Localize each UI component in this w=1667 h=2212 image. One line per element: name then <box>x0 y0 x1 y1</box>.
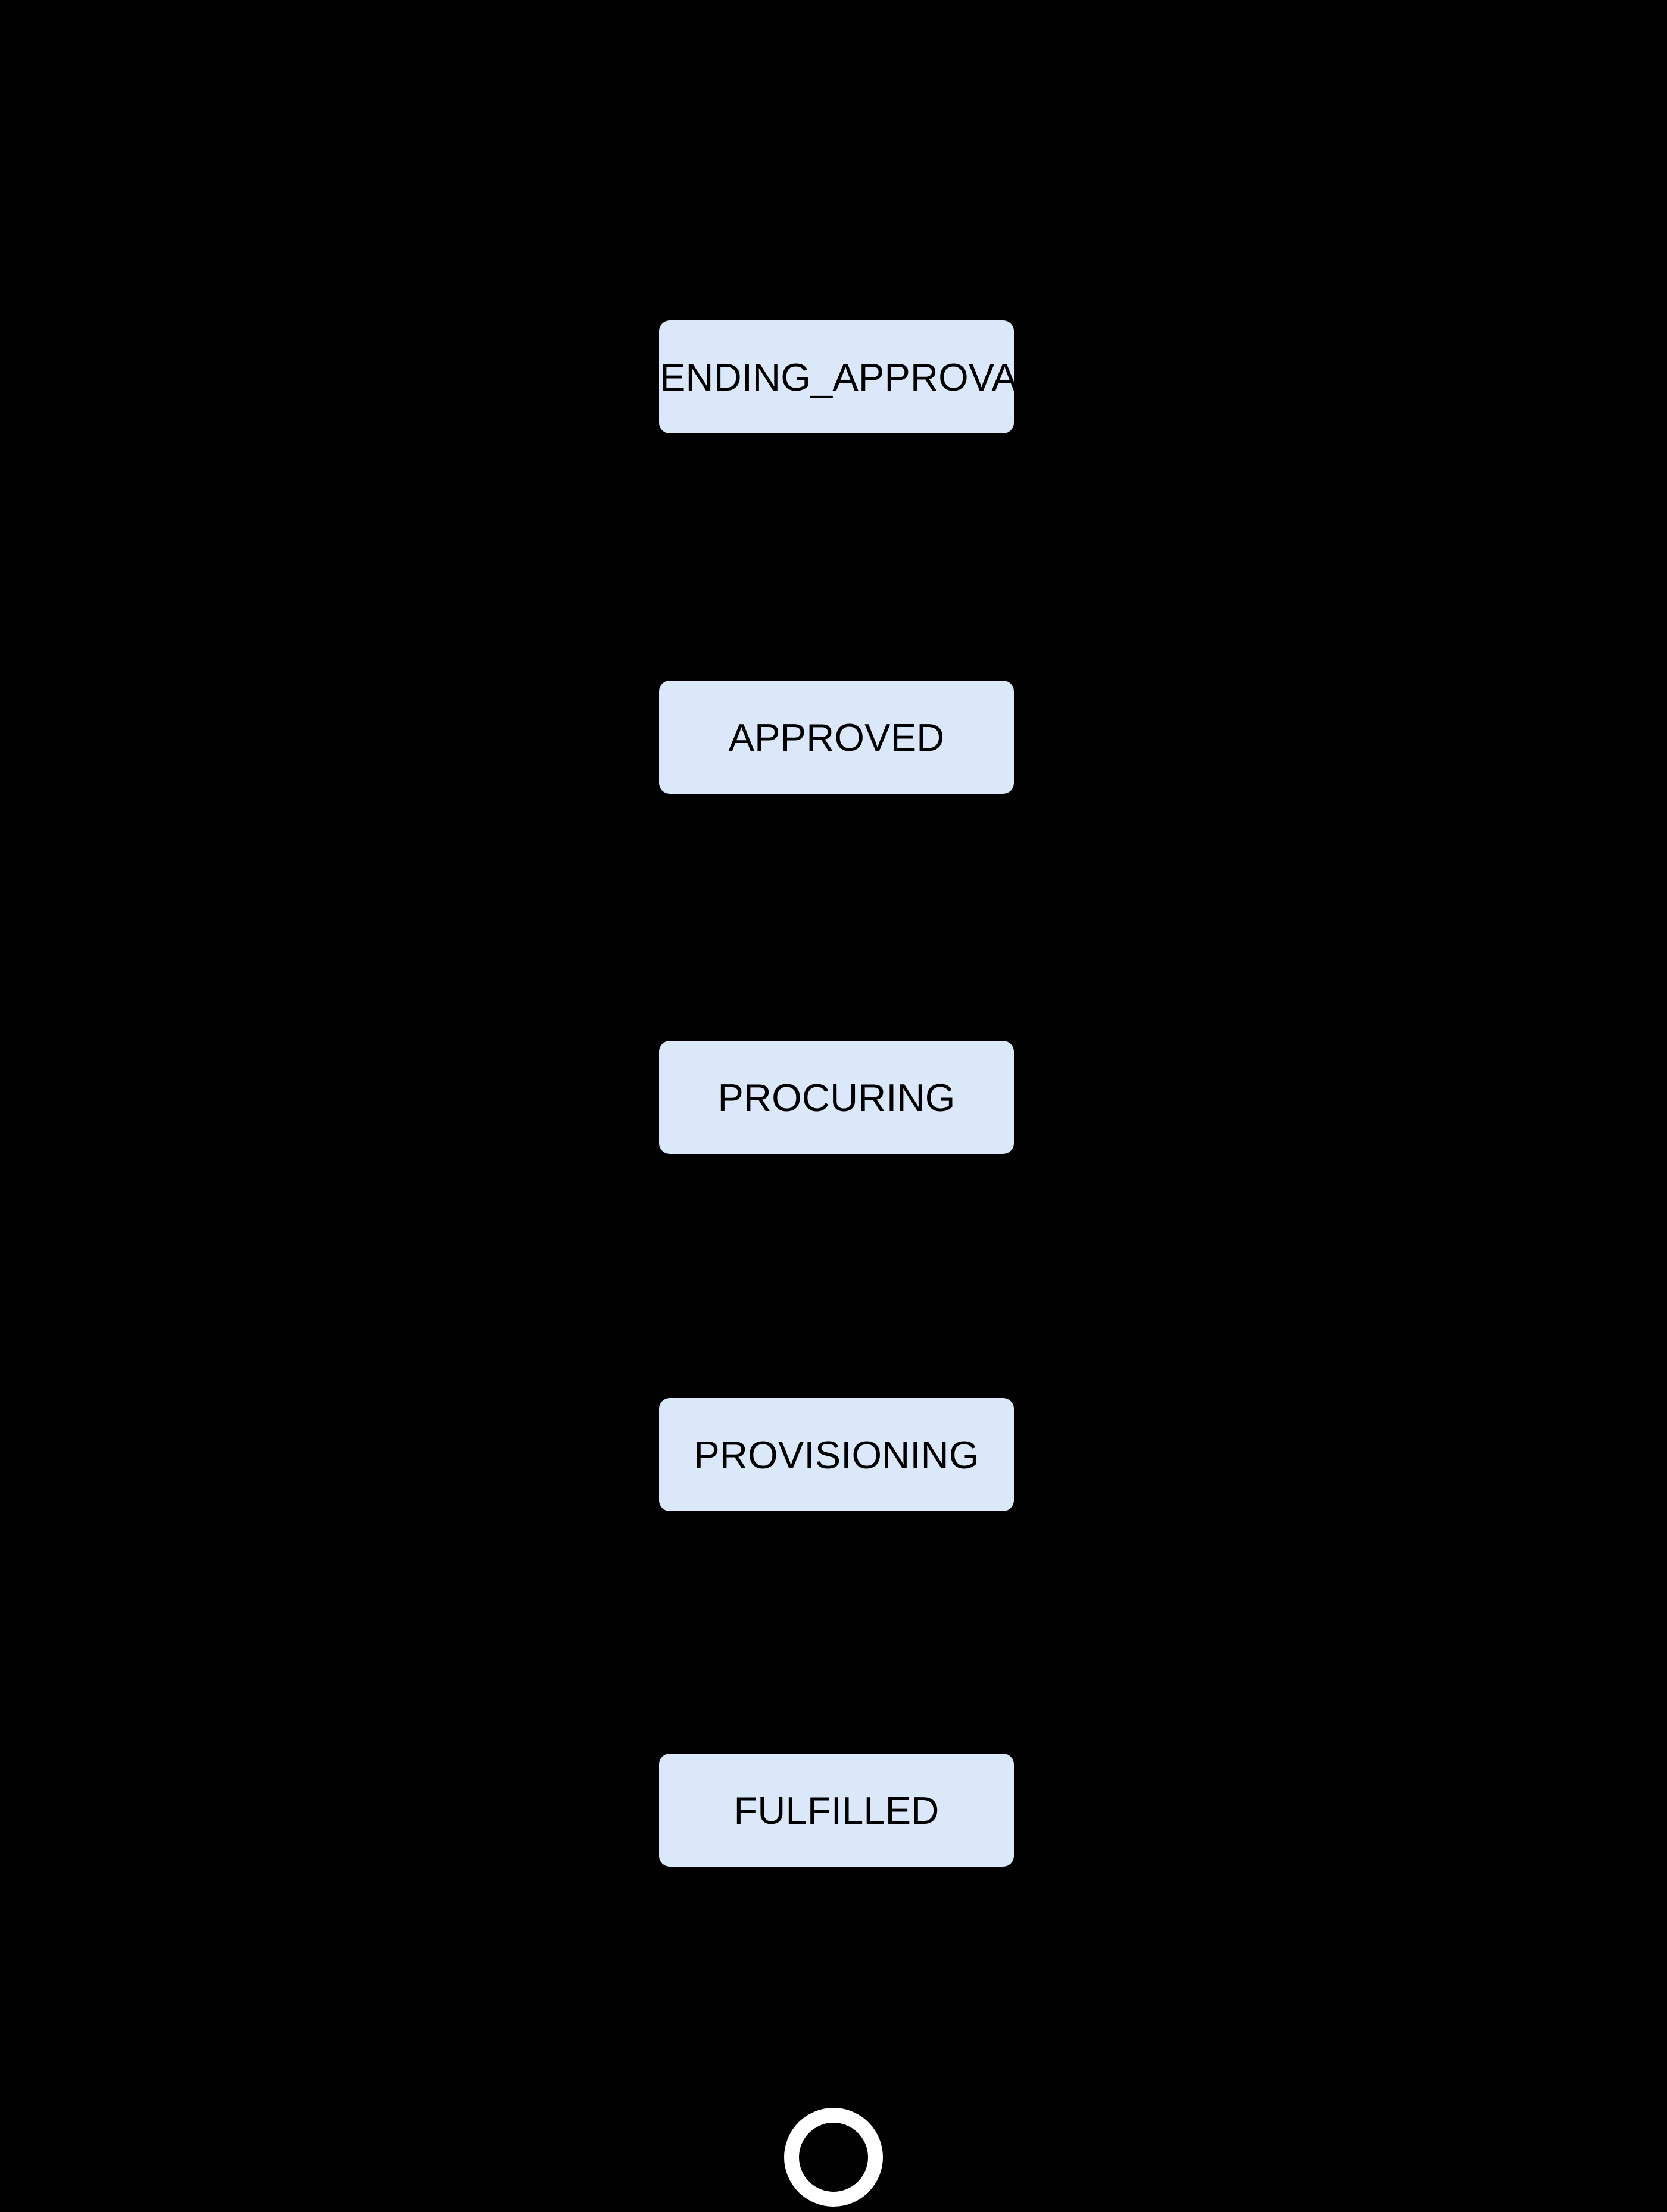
state-node-label: PENDING_APPROVAL <box>633 355 1039 399</box>
state-node-label: PROVISIONING <box>694 1433 979 1477</box>
state-node-label: FULFILLED <box>733 1788 939 1832</box>
state-node-label: PROCURING <box>717 1075 956 1119</box>
state-node-fulfilled[interactable]: FULFILLED <box>659 1754 1014 1867</box>
state-node-procuring[interactable]: PROCURING <box>659 1041 1014 1154</box>
end-state-ring-node[interactable] <box>784 2108 883 2207</box>
state-node-provisioning[interactable]: PROVISIONING <box>659 1398 1014 1511</box>
state-node-approved[interactable]: APPROVED <box>659 681 1014 794</box>
state-node-label: APPROVED <box>728 715 945 759</box>
state-node-pending-approval[interactable]: PENDING_APPROVAL <box>633 320 1039 433</box>
